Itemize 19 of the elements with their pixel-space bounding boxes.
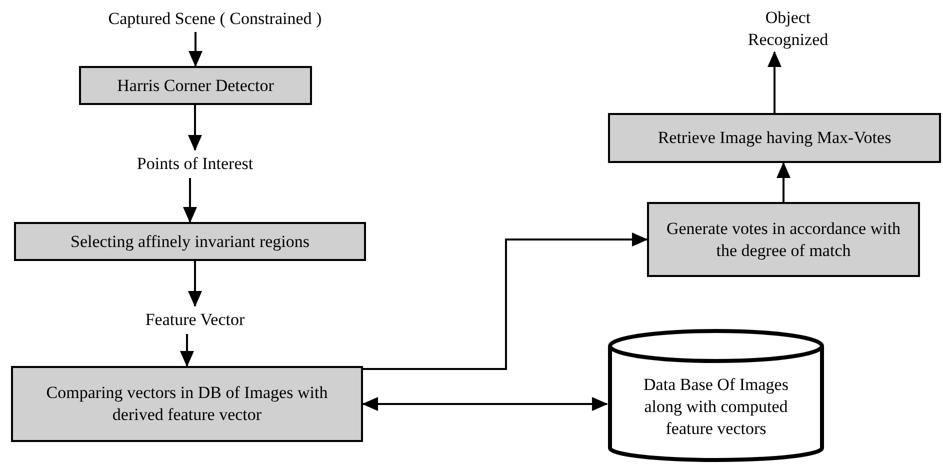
flow-label: Feature Vector xyxy=(120,306,270,334)
arrow xyxy=(768,51,782,113)
process-box: Comparing vectors in DB of Images with derived feature vector xyxy=(11,366,363,442)
arrow xyxy=(188,32,202,67)
arrow xyxy=(180,334,194,367)
arrow xyxy=(188,261,202,307)
process-box: Selecting affinely invariant regions xyxy=(14,222,366,261)
process-box: Harris Corner Detector xyxy=(79,66,312,105)
arrow xyxy=(363,232,648,370)
flow-label: Points of Interest xyxy=(110,150,280,178)
process-box: Retrieve Image having Max-Votes xyxy=(608,113,941,163)
arrow xyxy=(362,397,608,411)
arrow xyxy=(183,178,197,223)
arrow xyxy=(776,162,790,202)
node-text: Data Base Of Images along with computed feature vectors xyxy=(642,374,790,440)
arrow xyxy=(188,105,202,151)
flow-label: Captured Scene ( Constrained ) xyxy=(90,6,340,32)
flow-label: Object Recognized xyxy=(735,6,841,52)
process-box: Generate votes in accordance with the degree of match xyxy=(647,202,920,277)
